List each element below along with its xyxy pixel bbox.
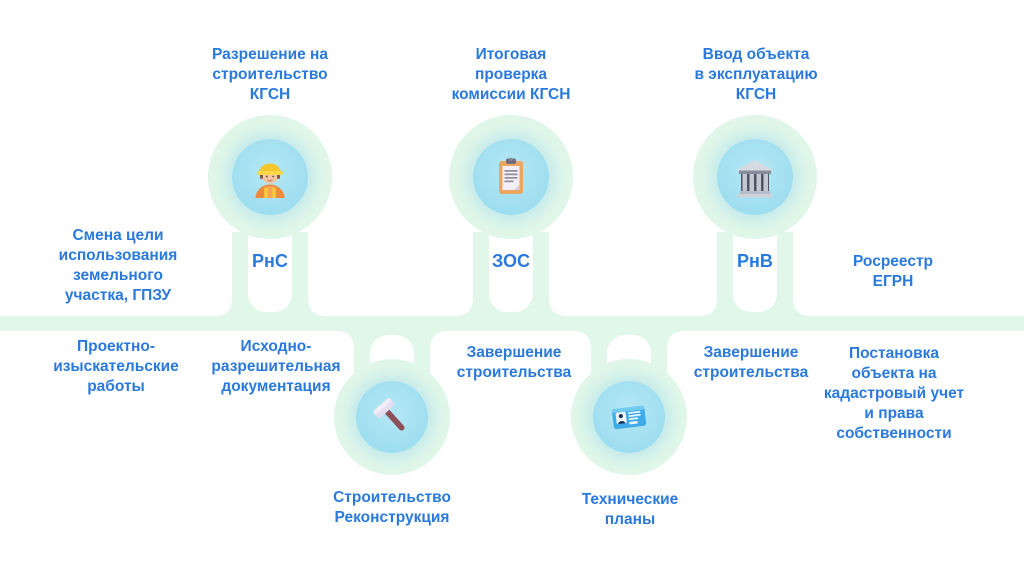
node-label-zos: ЗОС — [491, 251, 531, 271]
note-cadastral-registration: Постановка объекта на кадастровый учет и… — [823, 345, 965, 442]
connector-gap — [248, 232, 292, 312]
note-construction-completion-2: Завершение строительства — [693, 344, 809, 381]
connector-fillet — [793, 302, 807, 316]
stage-heading-zos: Итоговая проверка комиссии КГСН — [451, 46, 571, 103]
bank-building-icon — [736, 160, 774, 198]
connector-fillet — [218, 302, 232, 316]
note-permit-documentation: Исходно- разрешительная документация — [211, 338, 341, 395]
stage-heading-rnv: Ввод объекта в эксплуатацию КГСН — [694, 46, 818, 103]
construction-worker-icon — [255, 163, 285, 198]
node-icon-circle — [473, 139, 549, 215]
note-construction-completion-1: Завершение строительства — [456, 344, 572, 381]
hammer-icon — [373, 397, 405, 431]
note-survey-works: Проектно- изыскательские работы — [53, 338, 179, 395]
node-icon-circle — [593, 381, 665, 453]
stage-label-tech-plans: Технические планы — [581, 491, 679, 528]
stage-heading-rns: Разрешение на строительство КГСН — [211, 46, 329, 103]
timeline-band — [0, 316, 1024, 331]
id-card-icon — [611, 405, 647, 430]
connector-fillet — [430, 331, 444, 345]
clipboard-icon — [499, 157, 523, 194]
node-label-rnv: РнВ — [737, 251, 773, 271]
connector-fillet — [667, 331, 681, 345]
connector-fillet — [703, 302, 717, 316]
node-icon-circle — [356, 381, 428, 453]
connector-fillet — [549, 302, 563, 316]
connector-fillet — [459, 302, 473, 316]
connector-fillet — [577, 331, 591, 345]
connector-fillet — [340, 331, 354, 345]
note-rosreestr-egrn: Росреестр ЕГРН — [852, 253, 934, 290]
connector-gap — [489, 232, 533, 312]
stage-label-construction: Строительство Реконструкция — [333, 489, 451, 526]
node-icon-circle — [232, 139, 308, 215]
connector-gap — [733, 232, 777, 312]
connector-fillet — [308, 302, 322, 316]
node-label-rns: РнС — [252, 251, 288, 271]
node-icon-circle — [717, 139, 793, 215]
note-land-use-change: Смена цели использования земельного учас… — [58, 227, 178, 304]
